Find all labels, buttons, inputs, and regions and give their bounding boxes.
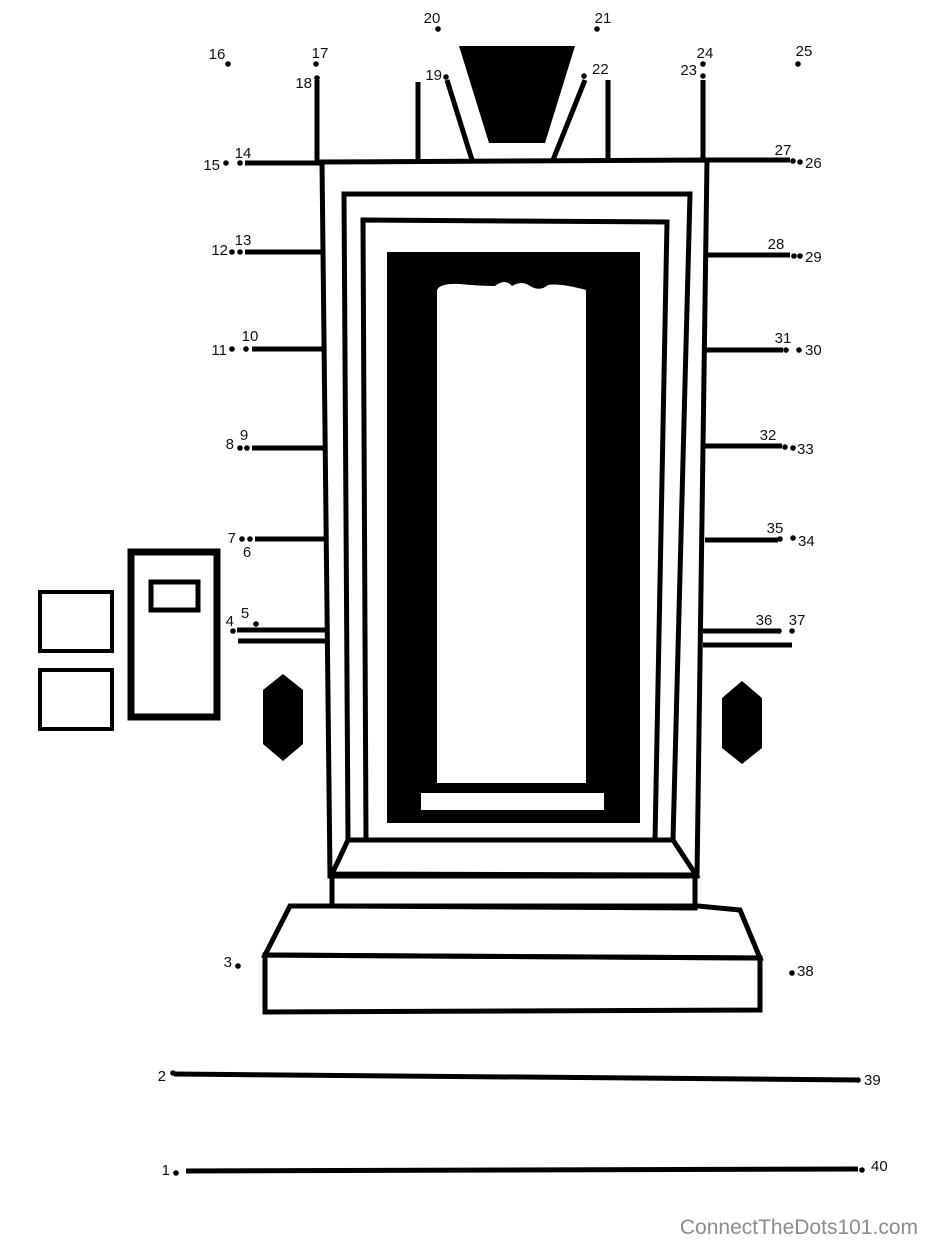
- dot-label-15: 15: [203, 157, 220, 174]
- door-window: [437, 282, 586, 783]
- dot-25: [795, 61, 801, 67]
- dot-33: [790, 445, 796, 451]
- dot-4: [230, 628, 236, 634]
- right-lamp: [722, 681, 762, 764]
- dot-label-8: 8: [226, 436, 234, 453]
- dot-5: [253, 621, 259, 627]
- dot-3: [235, 963, 241, 969]
- dot-16: [225, 61, 231, 67]
- dot-label-13: 13: [235, 232, 252, 249]
- dot-40: [859, 1167, 865, 1173]
- dot-label-30: 30: [805, 342, 822, 359]
- dot-2: [170, 1070, 176, 1076]
- dot-label-28: 28: [768, 236, 785, 253]
- dot-label-5: 5: [241, 605, 249, 622]
- dot-34: [790, 535, 796, 541]
- dot-label-22: 22: [592, 61, 609, 78]
- dot-label-32: 32: [760, 427, 777, 444]
- dot-label-25: 25: [796, 43, 813, 60]
- dot-label-21: 21: [595, 10, 612, 27]
- dot-26: [797, 159, 803, 165]
- dot-28: [791, 253, 797, 259]
- dot-38: [789, 970, 795, 976]
- dot-21: [594, 26, 600, 32]
- dot-label-6: 6: [243, 544, 251, 561]
- dot-label-18: 18: [295, 75, 312, 92]
- dot-11: [229, 346, 235, 352]
- left-lamp: [263, 674, 303, 761]
- dot-label-12: 12: [211, 242, 228, 259]
- dot-label-38: 38: [797, 963, 814, 980]
- dot-12: [229, 249, 235, 255]
- dot-35: [777, 536, 783, 542]
- dot-label-17: 17: [312, 45, 329, 62]
- dot-label-35: 35: [767, 520, 784, 537]
- dot-label-20: 20: [424, 10, 441, 27]
- dot-label-34: 34: [798, 533, 815, 550]
- dot-31: [783, 347, 789, 353]
- dot-label-24: 24: [697, 45, 714, 62]
- dot-label-36: 36: [756, 612, 773, 629]
- dot-label-2: 2: [158, 1068, 166, 1085]
- wall-panel-top: [38, 590, 114, 653]
- dot-10: [243, 346, 249, 352]
- dot-23: [700, 73, 706, 79]
- dot-label-19: 19: [425, 67, 442, 84]
- dot-label-33: 33: [797, 441, 814, 458]
- dot-label-27: 27: [775, 142, 792, 159]
- dot-36: [776, 628, 782, 634]
- dot-1: [173, 1170, 179, 1176]
- dot-29: [797, 253, 803, 259]
- mailbox-slot: [148, 579, 201, 613]
- door-drawing: [38, 46, 859, 1174]
- dot-20: [435, 26, 441, 32]
- dot-label-10: 10: [242, 328, 259, 345]
- dot-30: [796, 347, 802, 353]
- dot-13: [237, 249, 243, 255]
- dot-8: [237, 445, 243, 451]
- dot-39: [855, 1077, 861, 1083]
- dot-6: [247, 536, 253, 542]
- dot-27: [790, 158, 796, 164]
- dot-label-16: 16: [209, 46, 226, 63]
- dot-19: [443, 74, 449, 80]
- dot-37: [789, 628, 795, 634]
- dot-label-39: 39: [864, 1072, 881, 1089]
- dot-label-3: 3: [224, 954, 232, 971]
- watermark-text: ConnectTheDots101.com: [680, 1216, 918, 1239]
- dot-label-9: 9: [240, 427, 248, 444]
- dot-18: [314, 75, 320, 81]
- dot-15: [223, 160, 229, 166]
- dot-9: [244, 445, 250, 451]
- dot-17: [313, 61, 319, 67]
- dot-7: [239, 536, 245, 542]
- dot-label-37: 37: [789, 612, 806, 629]
- dot-label-14: 14: [235, 145, 252, 162]
- dot-24: [700, 61, 706, 67]
- dot-label-31: 31: [775, 330, 792, 347]
- keystone: [459, 46, 575, 143]
- dot-32: [782, 444, 788, 450]
- dot-14: [237, 160, 243, 166]
- dot-label-26: 26: [805, 155, 822, 172]
- dot-label-29: 29: [805, 249, 822, 266]
- dot-label-23: 23: [680, 62, 697, 79]
- mailbox: [127, 548, 221, 721]
- dot-label-7: 7: [228, 530, 236, 547]
- mail-slot: [421, 793, 604, 810]
- dot-label-4: 4: [226, 613, 234, 630]
- wall-panel-bottom: [38, 668, 114, 731]
- dot-label-1: 1: [162, 1162, 170, 1179]
- dot-22: [581, 73, 587, 79]
- dot-label-11: 11: [211, 342, 227, 359]
- dot-label-40: 40: [871, 1158, 888, 1175]
